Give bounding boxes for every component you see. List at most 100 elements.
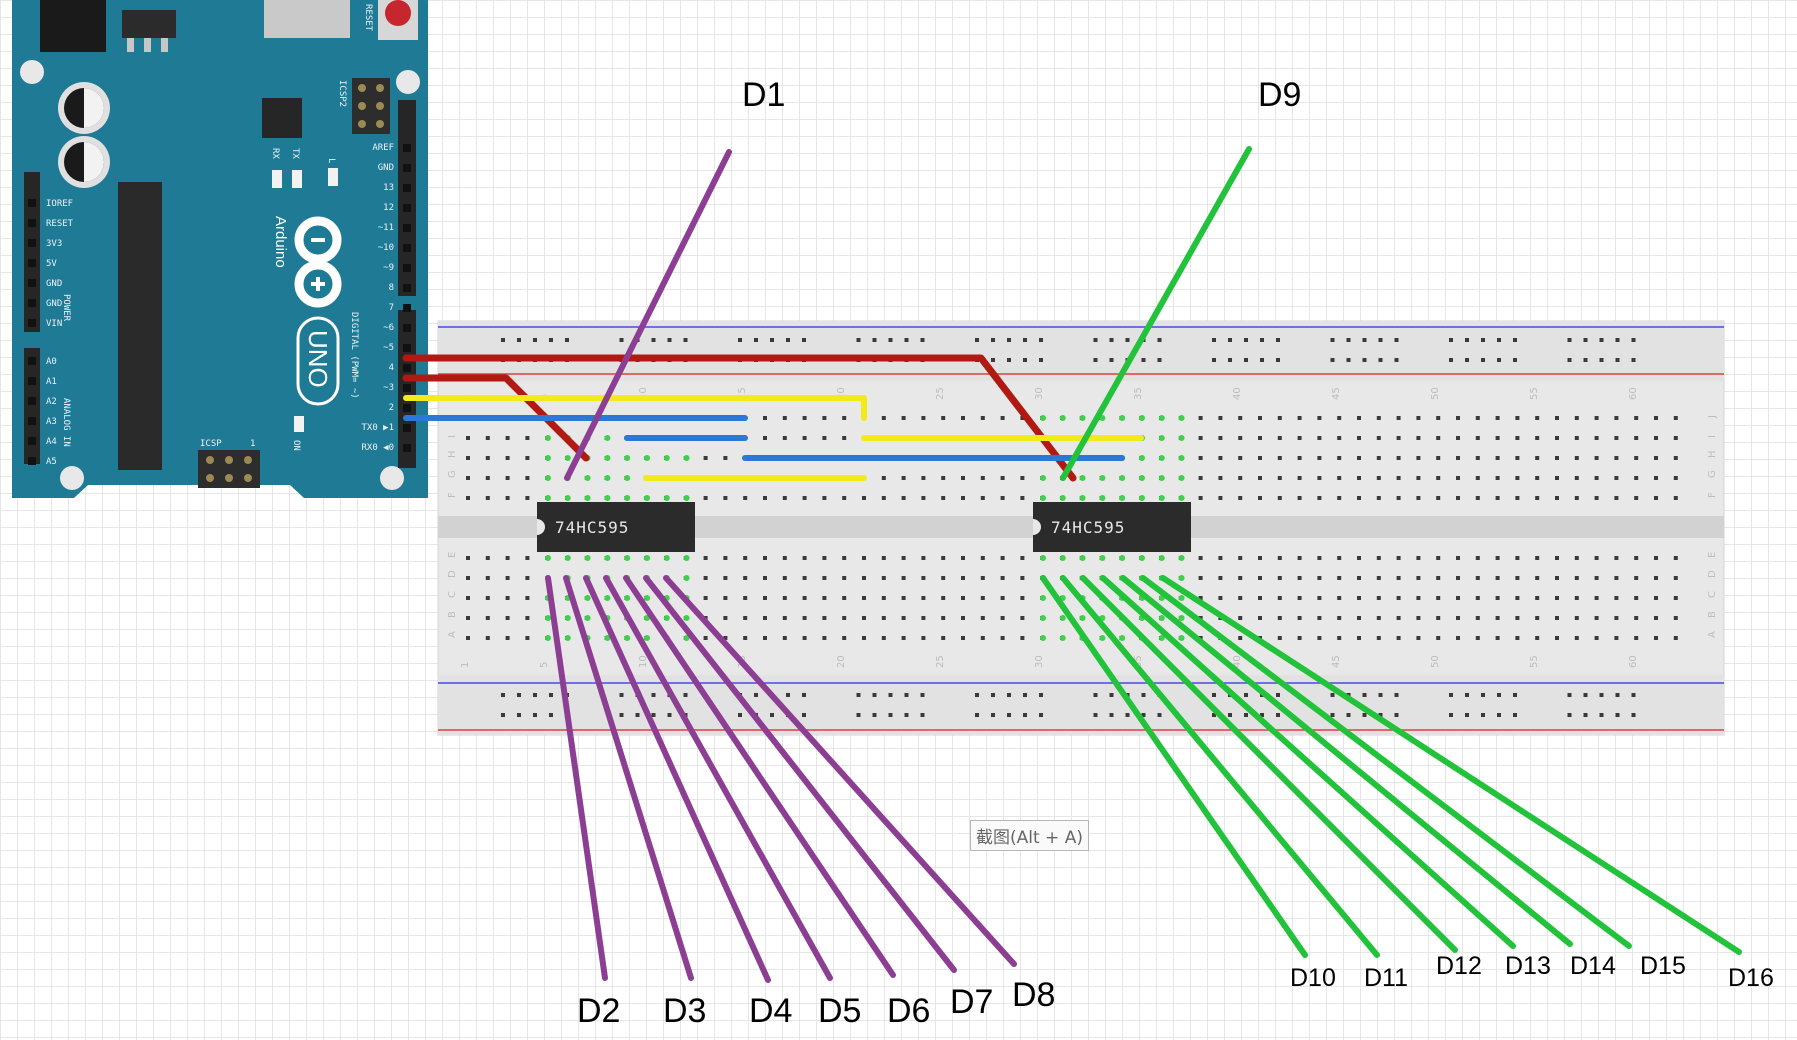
column-number: 10 [638, 387, 649, 400]
tx-label: TX [290, 148, 300, 159]
screenshot-tooltip: 截图(Alt + A) [970, 820, 1089, 851]
wire-d7[interactable] [643, 575, 957, 973]
label-d15: D15 [1640, 952, 1686, 980]
pin-label: GND [46, 279, 62, 289]
column-number: 20 [836, 387, 847, 400]
column-number: 15 [737, 387, 748, 400]
pin-label: 7 [389, 303, 394, 313]
power-header [24, 172, 40, 332]
wire-d5[interactable] [603, 575, 833, 981]
column-number: 45 [1331, 655, 1342, 668]
chip-label: 74HC595 [555, 518, 629, 537]
label-d11: D11 [1364, 964, 1408, 992]
label-d3: D3 [663, 992, 706, 1030]
row-letter: C [1707, 591, 1718, 598]
label-d2: D2 [577, 992, 620, 1030]
wire-d6[interactable] [623, 575, 896, 978]
wire-red-clock[interactable] [402, 374, 590, 462]
analog-header [24, 348, 40, 464]
label-d4: D4 [749, 992, 792, 1030]
label-d13: D13 [1505, 952, 1551, 980]
wire-d16[interactable] [1160, 575, 1742, 955]
column-number: 5 [539, 662, 550, 668]
wire-yellow-data[interactable] [403, 395, 867, 421]
pin-label: IOREF [46, 199, 73, 209]
label-d14: D14 [1570, 952, 1616, 980]
wire-d3[interactable] [563, 575, 694, 981]
pin-label: A5 [46, 457, 57, 467]
pin-label: ~10 [378, 243, 394, 253]
column-number: 40 [1232, 387, 1243, 400]
column-number: 45 [1331, 387, 1342, 400]
label-d9: D9 [1258, 76, 1301, 114]
label-d1: D1 [742, 76, 785, 114]
row-letter: I [447, 435, 458, 438]
wire-d8[interactable] [663, 575, 1017, 967]
pin-label: VIN [46, 319, 62, 329]
power-label: POWER [61, 294, 71, 322]
usb-chip [262, 98, 302, 138]
pin-label: ~11 [378, 223, 394, 233]
pin-label: GND [378, 163, 394, 173]
column-number: 1 [460, 662, 471, 668]
icsp2-label: ICSP2 [337, 80, 347, 107]
icsp-header [198, 450, 260, 488]
pin-label: RESET [46, 219, 74, 229]
capacitor [58, 136, 110, 188]
capacitor [58, 82, 110, 134]
wire-d9[interactable] [1060, 146, 1252, 481]
wire-d4[interactable] [583, 575, 771, 983]
wire-d11[interactable] [1060, 575, 1380, 958]
pin-label: RX0 ◀0 [361, 443, 394, 453]
shift-register-chip-1[interactable]: 74HC595 [537, 502, 695, 552]
wire-d2[interactable] [545, 575, 608, 981]
pin-label: 5V [46, 259, 57, 269]
column-number: 30 [1034, 655, 1045, 668]
usb-connector [264, 0, 350, 38]
label-d12: D12 [1436, 952, 1482, 980]
wire-d14[interactable] [1120, 575, 1573, 947]
icsp-label: ICSP [200, 439, 222, 449]
column-number: 55 [1529, 655, 1540, 668]
row-letter: H [1707, 450, 1718, 458]
column-number: 60 [1628, 387, 1639, 400]
voltage-regulator [122, 10, 176, 38]
svg-text:UNO: UNO [303, 330, 333, 388]
label-d16: D16 [1728, 964, 1774, 992]
row-letter: J [1707, 415, 1718, 419]
row-letter: G [447, 470, 458, 478]
column-number: 35 [1133, 387, 1144, 400]
column-number: 55 [1529, 387, 1540, 400]
row-letter: F [1707, 492, 1718, 498]
row-letter: E [447, 552, 458, 558]
wire-d13[interactable] [1100, 575, 1516, 949]
column-number: 10 [638, 655, 649, 668]
wire-d1[interactable] [564, 149, 732, 481]
pin-label: A3 [46, 417, 57, 427]
arduino-uno-board[interactable]: RESET ICSP2 RX [12, 0, 428, 498]
chip-label: 74HC595 [1051, 518, 1125, 537]
wire-d10[interactable] [1040, 575, 1308, 958]
pin-label: ~9 [383, 263, 394, 273]
pin-label: ~6 [383, 323, 394, 333]
wire-d12[interactable] [1080, 575, 1458, 953]
row-letter: D [1707, 570, 1718, 578]
shift-register-chip-2[interactable]: 74HC595 [1033, 502, 1191, 552]
pin-label: 2 [389, 403, 394, 413]
uno-badge: UNO [296, 316, 340, 406]
icsp-pin1-label: 1 [250, 439, 255, 449]
row-letter: B [1707, 611, 1718, 618]
pin-label: 8 [389, 283, 394, 293]
reset-label: RESET [363, 4, 373, 32]
row-letter: B [447, 611, 458, 618]
pin-label: A2 [46, 397, 57, 407]
column-number: 25 [935, 387, 946, 400]
label-d10: D10 [1290, 964, 1336, 992]
row-letter: C [447, 591, 458, 598]
pin-label: AREF [372, 143, 394, 153]
wire-d15[interactable] [1140, 575, 1632, 949]
pin-label: 12 [383, 203, 394, 213]
column-number: 20 [836, 655, 847, 668]
icsp2-header [352, 78, 390, 134]
